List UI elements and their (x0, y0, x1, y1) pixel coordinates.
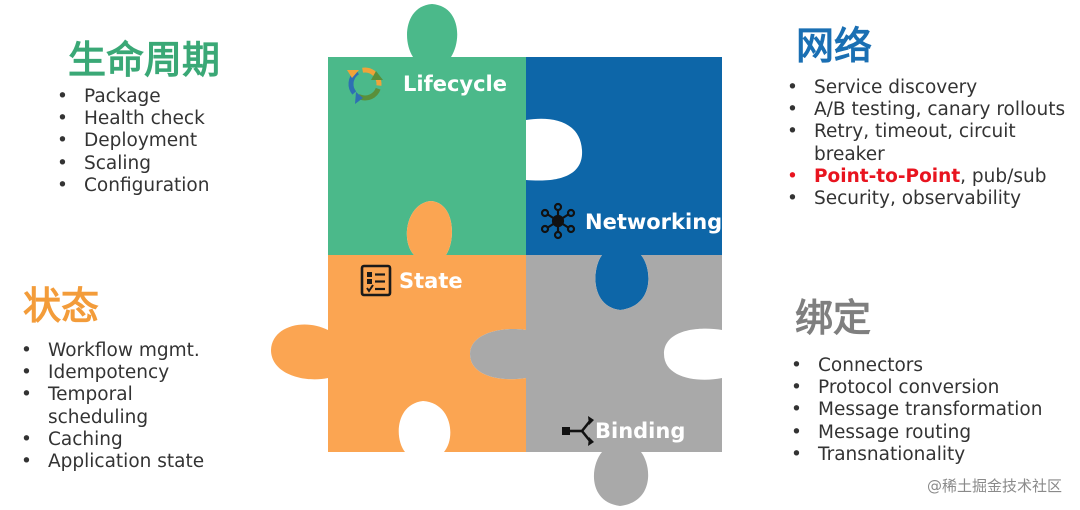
state-heading: 状态 (23, 284, 100, 328)
list-item: •Protocol conversion (791, 377, 1000, 399)
state-label: State (399, 269, 463, 293)
puzzle-piece-state (271, 201, 526, 452)
puzzle-piece-networking (526, 57, 722, 310)
binding-list: •Connectors •Protocol conversion •Messag… (791, 355, 1042, 466)
list-item: •Configuration (57, 174, 210, 196)
watermark: @稀土掘金技术社区 (926, 477, 1062, 495)
lifecycle-heading: 生命周期 (68, 38, 221, 82)
list-item: •Transnationality (791, 443, 966, 465)
checklist-icon (360, 264, 392, 297)
list-item: •Application state (21, 451, 205, 473)
split-connector-icon (562, 416, 594, 446)
list-item: •Deployment (57, 130, 198, 152)
list-item: •A/B testing, canary rollouts (787, 99, 1066, 121)
list-item: •Connectors (791, 355, 924, 376)
list-item: •Service discovery (787, 77, 978, 98)
puzzle-piece-binding (470, 255, 722, 506)
list-item: •Idempotency (21, 362, 170, 384)
list-item: •Package (57, 86, 161, 107)
networking-list: •Service discovery •A/B testing, canary … (787, 77, 1065, 210)
list-item: •Security, observability (787, 188, 1022, 210)
list-item: •Workflow mgmt. (21, 340, 200, 361)
list-item: •Scaling (57, 152, 151, 174)
list-item: •Message routing (791, 421, 972, 443)
binding-heading: 绑定 (795, 296, 872, 340)
networking-heading: 网络 (796, 24, 873, 68)
networking-label: Networking (585, 210, 722, 234)
lifecycle-label: Lifecycle (403, 72, 507, 96)
puzzle-piece-lifecycle (328, 4, 526, 255)
lifecycle-list: •Package •Health check •Deployment •Scal… (57, 86, 209, 197)
list-item: •Caching (21, 428, 123, 450)
list-item: •Point-to-Point, pub/sub (787, 165, 1047, 187)
highlight-text: Point-to-Point (814, 165, 961, 187)
network-hub-icon (540, 202, 576, 240)
binding-label: Binding (595, 419, 685, 443)
list-item: •Message transformation (791, 399, 1043, 421)
list-item: •Health check (57, 108, 205, 130)
